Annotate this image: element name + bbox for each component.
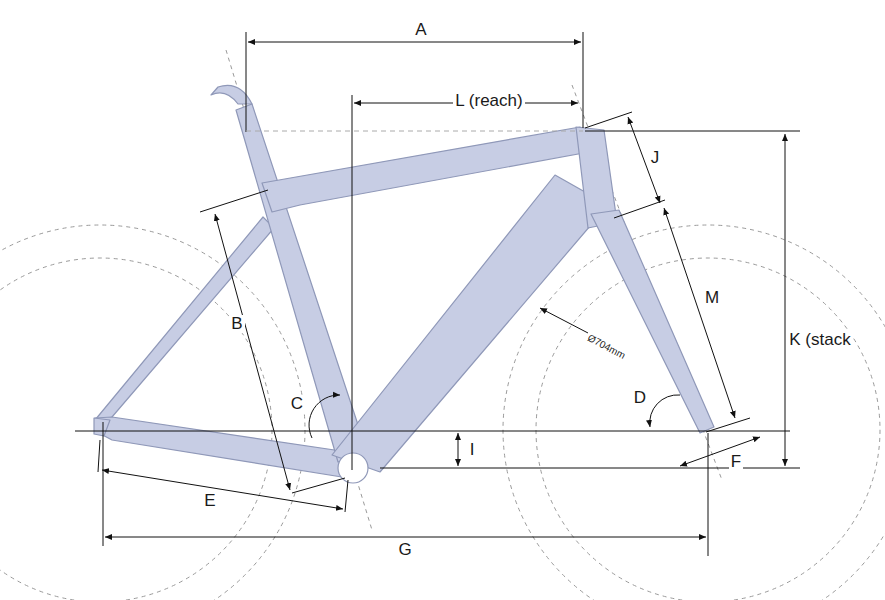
dimension-letter: E	[202, 492, 217, 511]
dimension-letter: L (reach)	[453, 92, 524, 111]
dimension-letter: B	[229, 315, 244, 334]
dimension-letter: I	[468, 441, 477, 460]
dimension-letter: K (stack	[787, 331, 852, 350]
dimension-letter: A	[413, 21, 428, 40]
dimension-letter: G	[396, 541, 413, 560]
dimension-letter: J	[649, 149, 662, 168]
dimension-letter: F	[729, 453, 743, 472]
dimension-letter: M	[703, 289, 721, 308]
wheel-diameter-label: Ø704mm	[584, 331, 629, 362]
dimension-letter: C	[289, 395, 305, 414]
dimension-letter: D	[632, 389, 648, 408]
